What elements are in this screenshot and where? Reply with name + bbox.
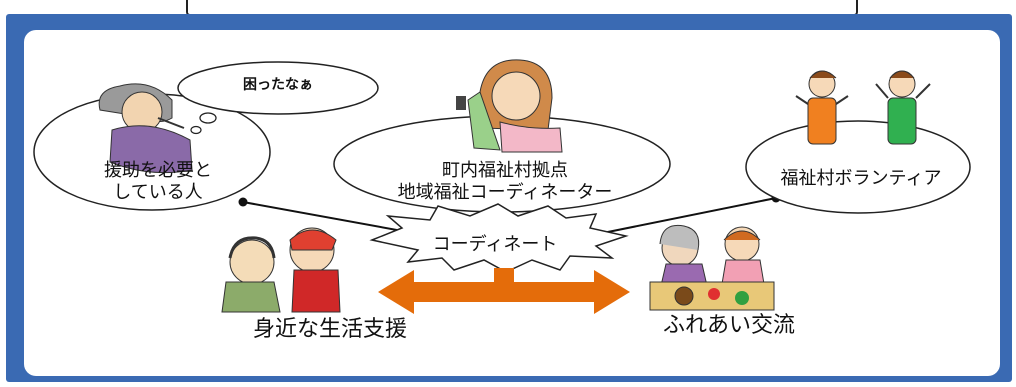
label-coordinate: コーディネート [432,234,558,255]
speech-bubble [177,61,379,135]
coordinate-burst [369,203,629,273]
caregiver-illustration [221,227,341,313]
coordinator-illustration [456,59,563,153]
volunteers-illustration [795,70,931,145]
speech-text: 困ったなぁ [243,77,313,93]
connector-dot-left [238,197,248,207]
label-needs-help: 援助を必要と している人 [104,160,212,203]
label-daily-support: 身近な生活支援 [252,317,407,342]
ellipse-volunteer [745,120,971,214]
label-exchange: ふれあい交流 [662,313,795,338]
double-arrow [378,268,630,314]
label-center: 町内福祉村拠点 地域福祉コーディネーター [397,160,613,203]
elderly-person-illustration [98,83,193,174]
label-volunteer: 福祉村ボランティア [780,168,942,189]
crafts-illustration [649,224,775,311]
connector-line-right [587,197,777,237]
